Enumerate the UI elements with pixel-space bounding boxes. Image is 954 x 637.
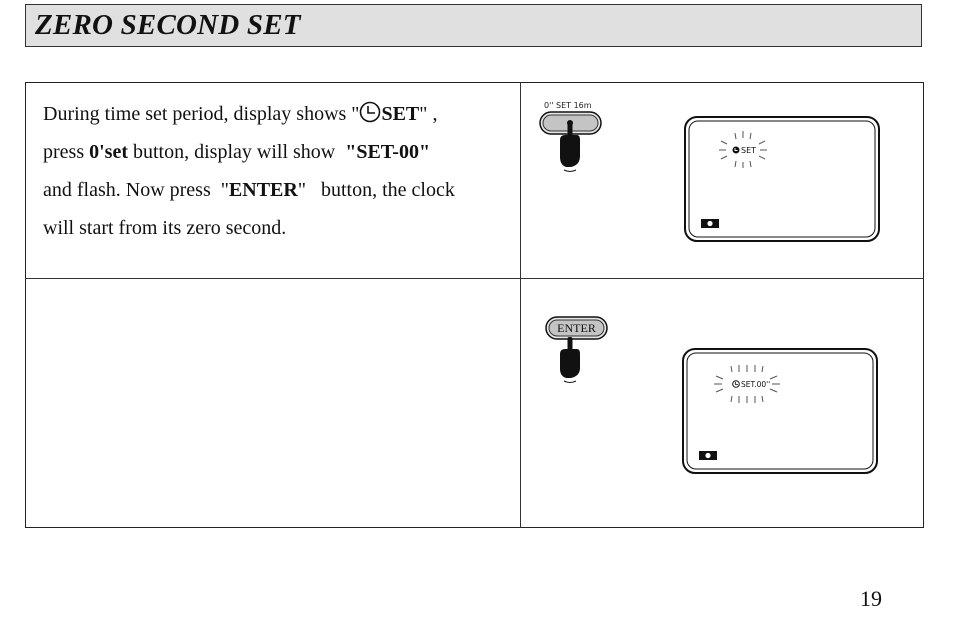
mode-indicator-icon — [699, 451, 717, 460]
page-number: 19 — [860, 586, 882, 611]
mode-indicator-icon — [701, 219, 719, 228]
instruction-line-3: and flash. Now press "ENTER" button, the… — [43, 179, 455, 201]
instruction-line-2: press 0'set button, display will show "S… — [43, 141, 431, 163]
display-text-set-00: SET.00'' — [741, 380, 770, 389]
clock-icon — [360, 101, 381, 123]
display-screen-2: SET.00'' — [682, 348, 878, 474]
page-title: ZERO SECOND SET — [35, 9, 301, 41]
figure-zero-set: 0'' SET 16m SET — [539, 101, 880, 242]
instruction-table — [25, 82, 924, 528]
display-text-set: SET — [741, 146, 756, 155]
column-divider — [520, 82, 521, 528]
display-screen-1: SET — [684, 116, 880, 242]
instruction-line-4: will start from its zero second. — [43, 217, 287, 239]
pointing-hand-icon — [560, 337, 580, 383]
enter-button-label: ENTER — [557, 321, 596, 335]
figure-enter: ENTER SET.00'' — [545, 316, 878, 474]
clock-icon — [732, 380, 740, 388]
instruction-text: During time set period, display shows "S… — [43, 95, 523, 247]
clock-icon — [732, 146, 740, 154]
instruction-line-1: During time set period, display shows "S… — [43, 101, 438, 125]
enter-button[interactable]: ENTER — [545, 316, 608, 340]
flash-rays-icon — [719, 131, 767, 168]
zero-set-button-caption: 0'' SET 16m — [544, 101, 592, 110]
flash-rays-icon — [714, 365, 780, 403]
title-bar: ZERO SECOND SET — [25, 4, 922, 47]
pointing-hand-icon — [560, 121, 580, 172]
row-divider — [25, 278, 924, 279]
